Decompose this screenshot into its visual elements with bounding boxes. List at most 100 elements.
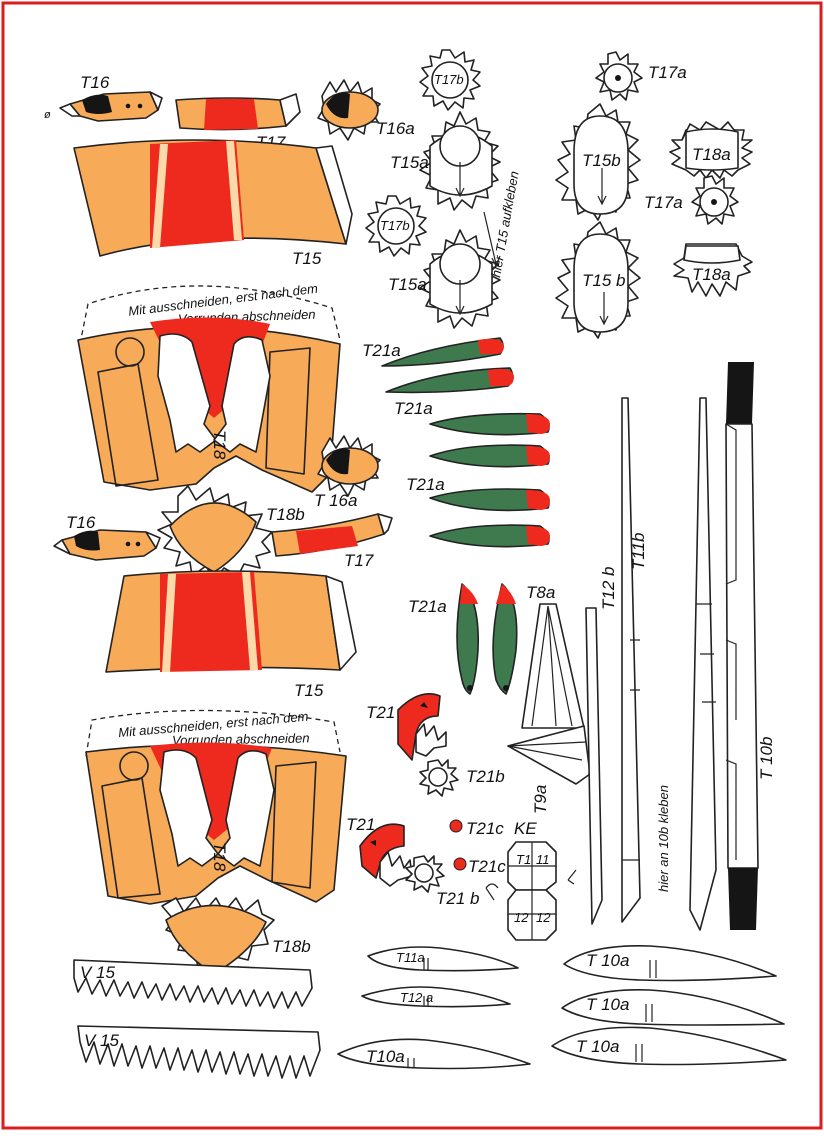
note-an-10b-kleben: hier an 10b kleben [656, 785, 671, 892]
label-t17a-top: T17a [648, 63, 687, 82]
label-ke: KE [514, 819, 537, 838]
label-t11b: T11b [629, 533, 648, 571]
label-t21b-lower: T21 b [436, 889, 479, 908]
label-t9a: T9a [531, 785, 550, 814]
part-t15b-top: T15b [555, 103, 641, 221]
label-t15a-middle: T15a [388, 275, 427, 294]
label-t16a-middle: T 16a [314, 491, 357, 510]
part-t17a-top: T17a [595, 51, 687, 101]
part-t18b-lower: T18b [161, 897, 311, 975]
part-t12b: T12 b [599, 397, 641, 923]
label-t18a-middle: T18a [692, 265, 731, 284]
label-t10a-left: T10a [366, 1047, 405, 1066]
label-t17a-middle: T17a [644, 193, 683, 212]
part-t16-top: T16 [59, 73, 163, 122]
part-t21a-pair-2 [429, 412, 550, 468]
label-t21c-upper: T21c [466, 819, 504, 838]
label-t11-left: T1 [516, 852, 531, 867]
part-t15-middle: T15 [105, 570, 357, 700]
part-t8a: T8a [521, 583, 585, 729]
part-t11a-rib: T11a [367, 946, 519, 972]
part-t21-lower: T21 [346, 815, 413, 887]
part-t18-lower: Mit ausschneiden, erst nach dem Vorrunde… [85, 709, 347, 905]
label-t10a-rib-1: T 10a [586, 951, 629, 970]
part-t21a-pair-3: T21a [406, 475, 550, 548]
label-t8a: T8a [526, 583, 555, 602]
label-t15-top: T15 [292, 249, 322, 268]
part-t10a-rib-1: T 10a [563, 945, 777, 982]
label-t15a-top: T15a [390, 153, 429, 172]
part-t16a-top: T16a [317, 79, 415, 141]
label-t16a: T16a [376, 119, 415, 138]
label-t11-right: 11 [536, 852, 550, 867]
part-t18a-middle: T18a [673, 243, 753, 297]
label-t21b-upper: T21b [466, 767, 505, 786]
part-t11b: T11b [629, 397, 717, 931]
label-t16-middle: T16 [66, 513, 96, 532]
label-t18-lower: T18 [210, 842, 229, 872]
part-t16a-middle: T 16a [314, 435, 381, 510]
label-t21a-4: T21a [408, 597, 447, 616]
part-v15-lower: V 15 [77, 1025, 321, 1079]
part-v15-upper: V 15 [73, 959, 313, 1009]
label-t12b: T12 b [599, 567, 618, 610]
part-t10a-rib-3: T 10a [551, 1026, 787, 1066]
label-t15b-top: T15b [582, 151, 621, 170]
label-t17-middle: T17 [344, 551, 374, 570]
label-t17b-middle: T17b [380, 218, 410, 233]
part-t21c-lower: T21c [453, 857, 506, 876]
part-t17b-middle: T17b [365, 195, 427, 257]
part-t21b-upper: T21b [419, 759, 505, 797]
label-t15-middle: T15 [294, 681, 324, 700]
note-an-10b-kleben-text: hier an 10b kleben [656, 785, 671, 892]
label-t21c-lower: T21c [468, 857, 506, 876]
label-t10a-rib-3: T 10a [576, 1037, 619, 1056]
label-t18a-top: T18a [692, 145, 731, 164]
part-t12a-rib: T12 a [361, 986, 511, 1008]
part-t16-middle: T16 [53, 513, 161, 561]
part-t10a-rib-left: T10a [337, 1038, 531, 1070]
part-t18a-top: T18a [669, 121, 753, 179]
label-t21-upper: T21 [366, 703, 395, 722]
label-v15-lower: V 15 [84, 1031, 120, 1050]
label-t12-right: 12 [536, 910, 551, 925]
part-t15-top: T15 [73, 139, 353, 268]
label-t10b: T 10b [757, 737, 776, 780]
part-t21b-lower: T21 b [405, 855, 479, 908]
part-t9a: T9a [507, 725, 591, 814]
part-t21a-vertical: T21a [408, 583, 518, 695]
part-t15a-middle: T15a [388, 229, 501, 329]
label-t16: T16 [80, 73, 110, 92]
label-t10a-rib-2: T 10a [586, 995, 629, 1014]
part-t15a-top: T15a [390, 111, 501, 211]
label-t18b-lower: T18b [272, 937, 311, 956]
label-t18-upper: T18 [210, 430, 229, 460]
label-t11a: T11a [396, 950, 425, 965]
label-t21-lower: T21 [346, 815, 375, 834]
part-t17-middle: T17 [271, 513, 393, 570]
label-t12a: T12 a [400, 990, 433, 1005]
part-t9a-spar [585, 607, 603, 925]
part-t18-upper: Mit ausschneiden, erst nach dem Vorrunde… [77, 281, 341, 493]
part-t10b: T 10b [725, 362, 776, 930]
label-t21a-2: T21a [394, 399, 433, 418]
part-t21a-pair-1: T21a T21a [362, 337, 514, 418]
part-t21c-upper: T21c [449, 819, 504, 838]
label-t21a-3: T21a [406, 475, 445, 494]
part-ke-t11: KE T1 11 [507, 819, 557, 891]
part-t15b-middle: T15 b [555, 221, 641, 339]
label-v15-upper: V 15 [80, 963, 116, 982]
stray-mark: ø [44, 109, 51, 121]
part-t17b-top: T17b [419, 49, 481, 111]
part-t17a-middle: T17a [644, 175, 739, 225]
part-t21-upper: T21 [366, 693, 447, 761]
part-ke-t12: 12 12 [485, 869, 577, 941]
part-t10a-rib-2: T 10a [561, 989, 785, 1026]
label-t18b-upper: T18b [266, 505, 305, 524]
label-t12-left: 12 [514, 910, 529, 925]
label-t21a-1: T21a [362, 341, 401, 360]
part-t18b-upper: T18b [157, 485, 305, 581]
label-t15b-middle: T15 b [582, 271, 625, 290]
